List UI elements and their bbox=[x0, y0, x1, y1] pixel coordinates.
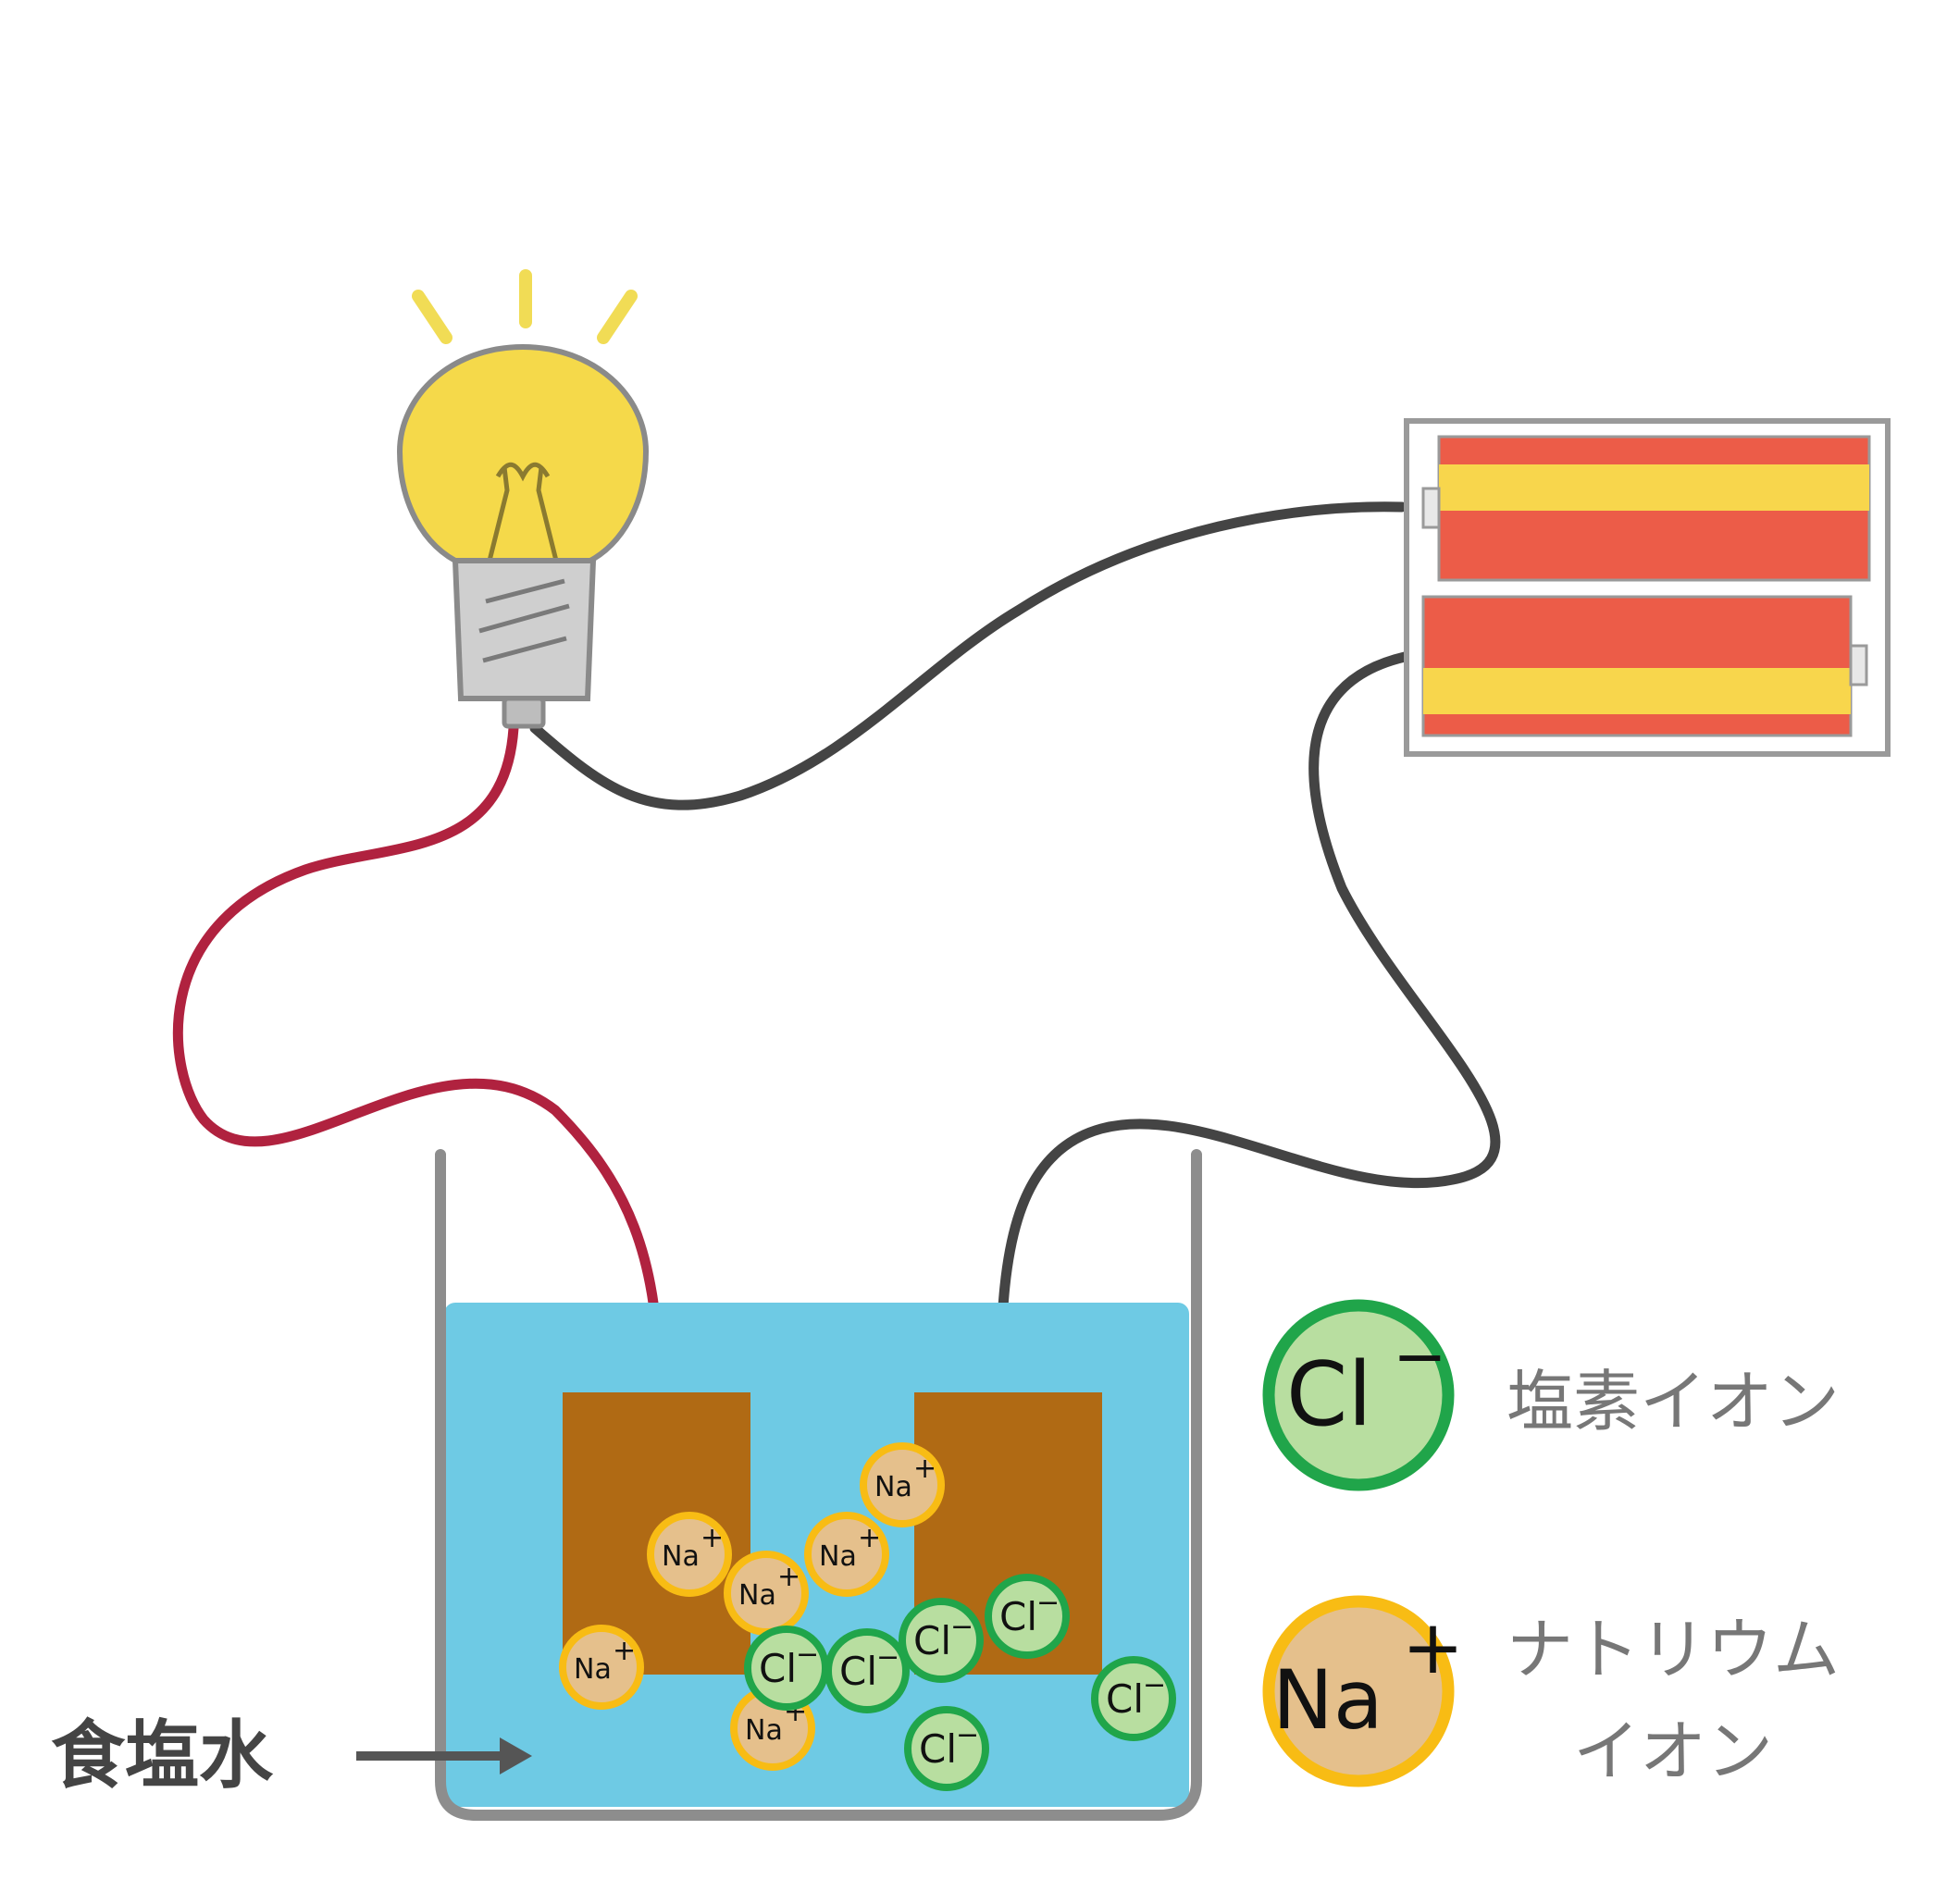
legend: Cl − 塩素イオン Na + ナトリウム イオン bbox=[1262, 1299, 1840, 1790]
chloride-ion-circle bbox=[985, 1574, 1070, 1659]
sodium-ion-charge: + bbox=[777, 1561, 800, 1593]
sodium-ion-circle bbox=[804, 1512, 889, 1597]
salt-water-label: 食塩水 bbox=[51, 1712, 274, 1799]
sodium-ion: Na+ bbox=[724, 1551, 809, 1636]
legend-chloride-charge: − bbox=[1393, 1318, 1447, 1394]
sodium-ion-circle bbox=[860, 1442, 945, 1527]
sodium-ion-symbol: Na bbox=[874, 1471, 912, 1503]
legend-chloride-ion-icon: Cl − bbox=[1262, 1299, 1455, 1491]
sodium-ion: Na+ bbox=[559, 1625, 644, 1710]
legend-chloride-label: 塩素イオン bbox=[1506, 1363, 1840, 1440]
legend-sodium-ion-icon: Na + bbox=[1262, 1595, 1464, 1787]
chloride-ion-symbol: Cl bbox=[759, 1646, 797, 1691]
black-wire-bulb-to-battery bbox=[529, 501, 1407, 810]
sodium-ion-symbol: Na bbox=[819, 1540, 857, 1573]
sodium-ion-symbol: Na bbox=[745, 1714, 783, 1747]
legend-sodium-charge: + bbox=[1402, 1604, 1464, 1690]
beaker bbox=[435, 1149, 1202, 1821]
chloride-ion-circle bbox=[904, 1706, 989, 1791]
chloride-ion-charge: − bbox=[876, 1641, 899, 1674]
sodium-ion-charge: + bbox=[701, 1522, 724, 1554]
chloride-ion: Cl− bbox=[985, 1574, 1070, 1659]
chloride-ion: Cl− bbox=[825, 1628, 910, 1713]
chloride-ion-symbol: Cl bbox=[1106, 1676, 1144, 1722]
chloride-ion-charge: − bbox=[956, 1719, 979, 1751]
chloride-ion: Cl− bbox=[1091, 1656, 1176, 1741]
sodium-ion-symbol: Na bbox=[738, 1579, 776, 1612]
legend-chloride-symbol: Cl bbox=[1286, 1344, 1372, 1446]
legend-sodium-label-line1: ナトリウム bbox=[1506, 1611, 1840, 1688]
legend-sodium-symbol: Na bbox=[1272, 1652, 1383, 1748]
sodium-ion-circle bbox=[559, 1625, 644, 1710]
red-wire bbox=[172, 723, 664, 1384]
sodium-ion: Na+ bbox=[647, 1512, 732, 1597]
chloride-ion-charge: − bbox=[796, 1638, 819, 1671]
sodium-ion-symbol: Na bbox=[662, 1540, 700, 1573]
chloride-ion: Cl− bbox=[904, 1706, 989, 1791]
chloride-ion-charge: − bbox=[950, 1611, 973, 1643]
chloride-ion: Cl− bbox=[744, 1626, 829, 1711]
sodium-ion: Na+ bbox=[860, 1442, 945, 1527]
chloride-ion-symbol: Cl bbox=[919, 1726, 957, 1772]
sodium-ion-charge: + bbox=[913, 1453, 936, 1485]
sodium-ion-circle bbox=[647, 1512, 732, 1597]
chloride-ion-symbol: Cl bbox=[839, 1649, 877, 1694]
light-bulb-icon bbox=[396, 269, 650, 729]
chloride-ion-circle bbox=[899, 1598, 984, 1683]
chloride-ion-charge: − bbox=[1143, 1669, 1166, 1701]
chloride-ion-charge: − bbox=[1036, 1587, 1060, 1619]
sodium-ion-charge: + bbox=[613, 1635, 636, 1667]
sodium-ion-symbol: Na bbox=[574, 1653, 612, 1686]
chloride-ion: Cl− bbox=[899, 1598, 984, 1683]
sodium-ion: Na+ bbox=[804, 1512, 889, 1597]
ions-in-solution: Na+Na+Na+Na+Na+Na+Cl−Cl−Cl−Cl−Cl−Cl− bbox=[559, 1442, 1176, 1791]
arrow-icon bbox=[356, 1737, 532, 1774]
chloride-ion-circle bbox=[825, 1628, 910, 1713]
legend-sodium-label-line2: イオン bbox=[1573, 1712, 1773, 1790]
chloride-ion-circle bbox=[1091, 1656, 1176, 1741]
sodium-ion-charge: + bbox=[858, 1522, 881, 1554]
battery-pack-icon bbox=[1404, 418, 1891, 757]
black-wire-battery-to-electrode bbox=[994, 651, 1501, 1384]
chloride-ion-symbol: Cl bbox=[913, 1618, 951, 1663]
chloride-ion-symbol: Cl bbox=[999, 1594, 1037, 1639]
